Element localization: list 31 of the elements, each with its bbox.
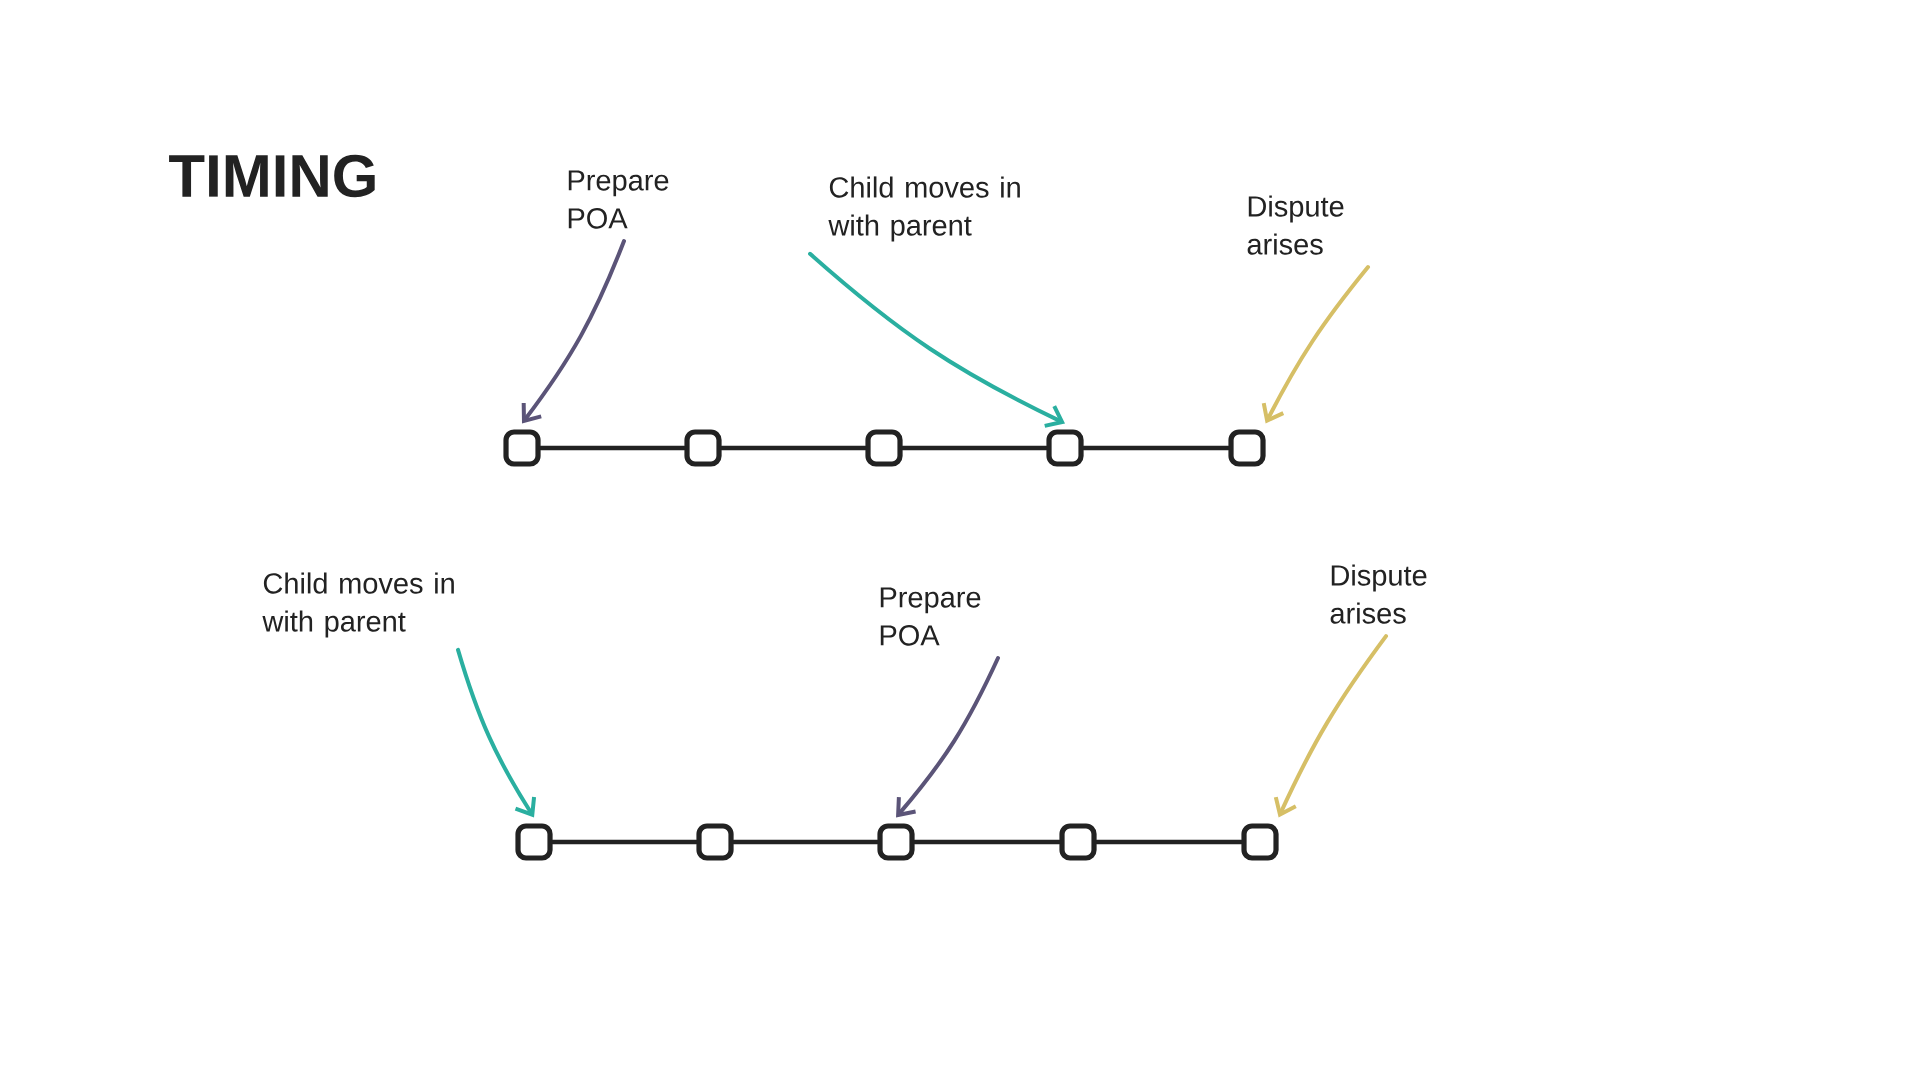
timeline-marker xyxy=(503,429,541,467)
arrow xyxy=(896,656,1000,818)
timeline-label: Dispute arises xyxy=(1330,564,1427,624)
timeline-line xyxy=(912,839,1062,845)
timeline-marker xyxy=(877,823,915,861)
timeline-marker xyxy=(696,823,734,861)
arrow xyxy=(521,239,626,424)
timeline-line xyxy=(900,445,1049,451)
timeline-marker xyxy=(515,823,553,861)
timeline-marker xyxy=(684,429,722,467)
timeline-label: Prepare POA xyxy=(880,587,981,646)
timeline-marker xyxy=(1241,823,1279,861)
timeline-label: Child moves in with parent xyxy=(828,176,1020,242)
arrow xyxy=(1261,265,1370,424)
title: TIMING xyxy=(169,154,375,198)
arrow xyxy=(456,647,537,818)
timeline-marker xyxy=(1228,429,1266,467)
timeline-line xyxy=(1081,445,1231,451)
timeline-line xyxy=(538,445,687,451)
timeline-line xyxy=(1094,839,1244,845)
timeline-marker xyxy=(1059,823,1097,861)
timeline-label: Prepare POA xyxy=(568,170,669,229)
timeline-marker xyxy=(1046,429,1084,467)
timeline-label: Dispute arises xyxy=(1247,195,1344,255)
timeline-line xyxy=(731,839,880,845)
timeline-label: Child moves in with parent xyxy=(262,572,454,638)
timeline-marker xyxy=(865,429,903,467)
timeline-line xyxy=(719,445,868,451)
timeline-line xyxy=(550,839,699,845)
arrow xyxy=(808,251,1065,428)
arrow xyxy=(1273,634,1388,818)
